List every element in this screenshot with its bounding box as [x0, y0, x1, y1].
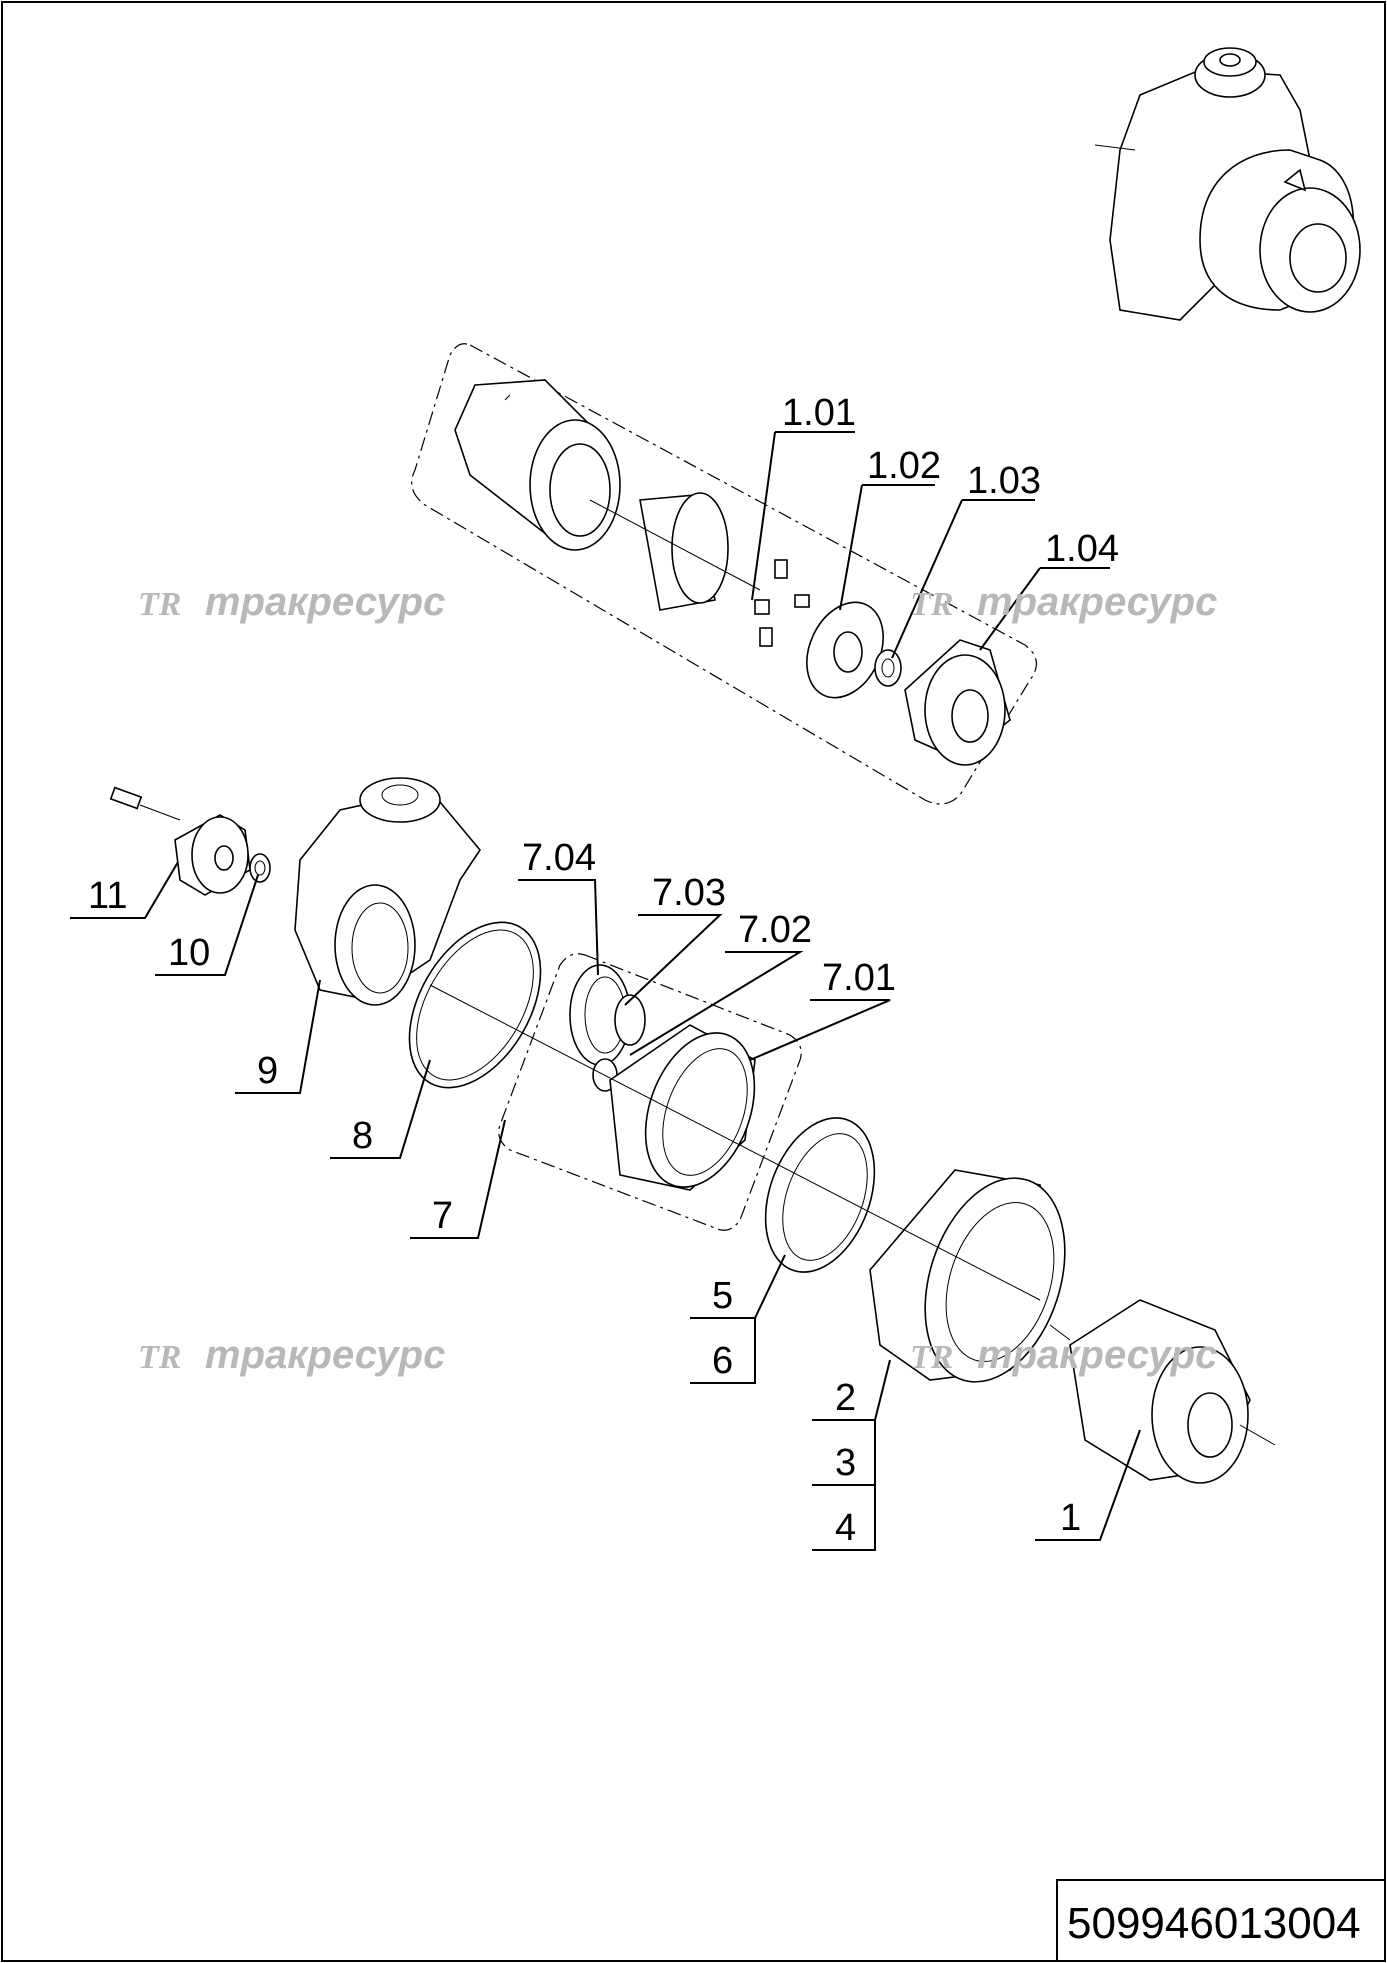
motor-group-boundary — [411, 343, 1037, 805]
label-10: 10 — [168, 932, 210, 974]
leaders-lower — [70, 861, 1141, 1551]
svg-text:тракресурс: тракресурс — [205, 1333, 445, 1377]
label-7.03: 7.03 — [652, 872, 726, 914]
label-7: 7 — [432, 1195, 453, 1237]
svg-text:тракресурс: тракресурс — [977, 1333, 1217, 1377]
svg-text:тракресурс: тракресурс — [205, 580, 445, 624]
label-8: 8 — [352, 1115, 373, 1157]
svg-text:TR: TR — [910, 1339, 953, 1376]
label-1.04: 1.04 — [1045, 528, 1119, 570]
label-11: 11 — [88, 875, 127, 917]
label-7.04: 7.04 — [522, 837, 596, 879]
watermark-1: TR тракресурс — [138, 580, 445, 624]
label-1: 1 — [1060, 1497, 1081, 1539]
drawing-number-box — [1056, 1879, 1386, 1962]
svg-text:TR: TR — [910, 586, 953, 623]
label-5: 5 — [712, 1275, 733, 1317]
label-9: 9 — [257, 1050, 278, 1092]
assembled-motor-view — [1094, 47, 1361, 321]
label-3: 3 — [835, 1442, 856, 1484]
svg-text:TR: TR — [138, 1339, 181, 1376]
label-7.02: 7.02 — [738, 909, 812, 951]
label-1.01: 1.01 — [782, 392, 856, 434]
leaders-upper — [751, 431, 1110, 659]
label-2: 2 — [835, 1377, 856, 1419]
label-6: 6 — [712, 1340, 733, 1382]
exploded-lower-parts — [109, 777, 1276, 1484]
label-4: 4 — [835, 1507, 856, 1549]
watermark-4: TR тракресурс — [910, 1333, 1217, 1377]
planetary-group-boundary — [498, 953, 802, 1231]
label-1.02: 1.02 — [867, 445, 941, 487]
drawing-number: 509946013004 — [1067, 1899, 1361, 1948]
svg-text:тракресурс: тракресурс — [977, 580, 1217, 624]
watermark-2: TR тракресурс — [910, 580, 1217, 624]
motor-subassembly-1 — [411, 343, 1037, 805]
svg-text:TR: TR — [138, 586, 181, 623]
watermark-3: TR тракресурс — [138, 1333, 445, 1377]
label-7.01: 7.01 — [822, 957, 896, 999]
label-1.03: 1.03 — [967, 460, 1041, 502]
